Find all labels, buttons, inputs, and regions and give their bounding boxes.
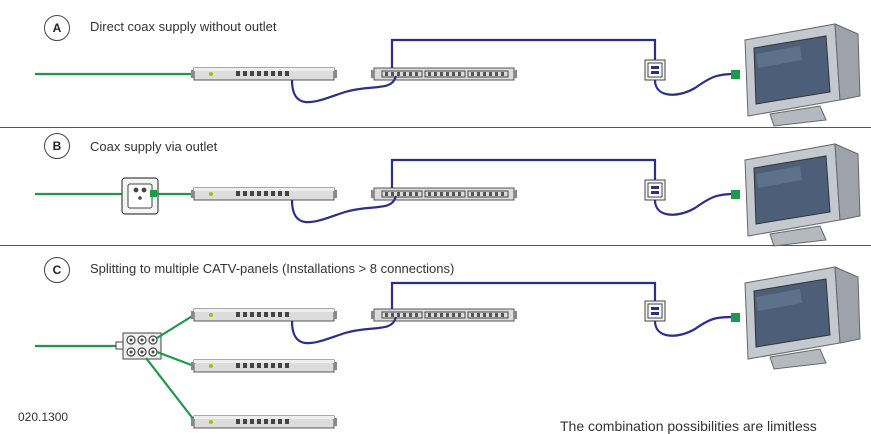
- section-b-badge: B: [44, 133, 70, 159]
- antenna-outlet-b: [121, 177, 159, 215]
- splitter-c: [122, 332, 162, 360]
- section-b-caption: Coax supply via outlet: [90, 139, 218, 154]
- catv-panel-a: [370, 67, 518, 81]
- wall-outlet-b: [644, 179, 666, 201]
- catv-panel-b: [370, 187, 518, 201]
- wall-outlet-a: [644, 59, 666, 81]
- amplifier-c2: [190, 359, 338, 373]
- tv-c: [744, 266, 861, 370]
- amplifier-b: [190, 187, 338, 201]
- amplifier-c3: [190, 415, 338, 429]
- section-a-caption: Direct coax supply without outlet: [90, 19, 277, 34]
- tv-a: [744, 23, 861, 127]
- section-divider-bc: [0, 245, 871, 246]
- section-c-caption: Splitting to multiple CATV-panels (Insta…: [90, 261, 455, 276]
- section-divider-ab: [0, 127, 871, 128]
- amplifier-c1: [190, 308, 338, 322]
- section-a-diagram: [35, 23, 861, 127]
- catv-panel-c: [370, 308, 518, 322]
- amplifier-a: [190, 67, 338, 81]
- wall-outlet-c: [644, 300, 666, 322]
- section-a-badge: A: [44, 15, 70, 41]
- figure-code: 020.1300: [18, 410, 69, 424]
- section-c-badge: C: [44, 257, 70, 283]
- section-c-diagram: [35, 266, 861, 429]
- tv-b: [744, 143, 861, 247]
- section-b-diagram: [35, 143, 861, 247]
